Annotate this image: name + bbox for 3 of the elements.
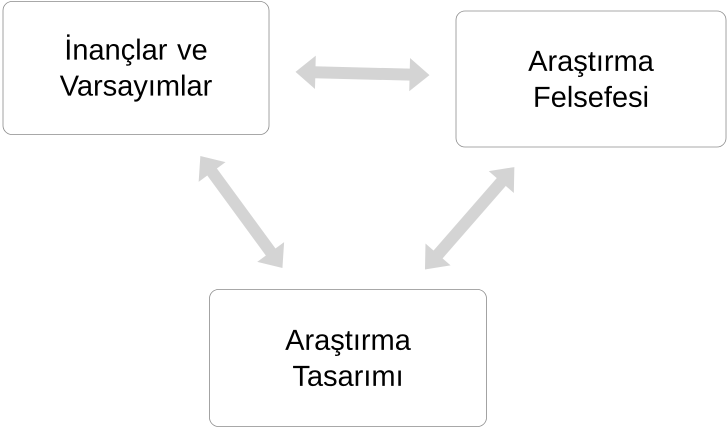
text-box: İnançlar ve Varsayımlar	[2, 1, 270, 135]
text-box: Araştırma Tasarımı	[209, 289, 487, 427]
text-box: Araştırma Felsefesi	[456, 10, 726, 148]
